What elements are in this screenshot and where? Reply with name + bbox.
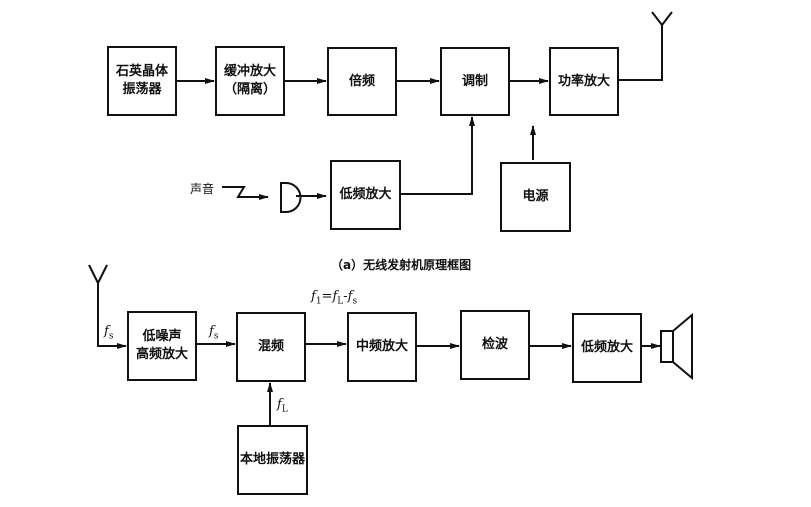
antenna-icon <box>88 264 108 284</box>
if-amplifier-block: 中频放大 <box>347 312 417 382</box>
buffer-amplifier-label: 缓冲放大 （隔离） <box>223 64 276 97</box>
wire-audio-amp-to-modulator <box>400 116 475 195</box>
rx-audio-amplifier-label: 低频放大 <box>580 340 633 355</box>
antenna-icon <box>651 11 673 26</box>
transmitter-caption: （a）无线发射机原理框图 <box>331 258 472 272</box>
frequency-multiplier-block: 倍频 <box>327 47 397 116</box>
mixer-label: 混频 <box>257 339 284 354</box>
rx-audio-amplifier-block: 低频放大 <box>572 313 642 383</box>
crystal-oscillator-block: 石英晶体 振荡器 <box>107 46 177 116</box>
sound-wave-line <box>222 186 269 200</box>
microphone-icon <box>280 182 302 213</box>
detector-label: 检波 <box>481 337 508 352</box>
signal-label-lna-out: fs <box>209 324 219 342</box>
lna-label: 低噪声 高频放大 <box>135 329 188 362</box>
wire-pa-to-antenna <box>619 25 663 81</box>
tx-audio-amplifier-label: 低频放大 <box>339 187 392 202</box>
frequency-multiplier-label: 倍频 <box>348 73 375 89</box>
local-oscillator-block: 本地振荡器 <box>237 425 308 495</box>
detector-block: 检波 <box>460 310 530 380</box>
signal-label-mixer-out: f1=fL-fs <box>311 289 358 307</box>
power-amplifier-label: 功率放大 <box>557 73 610 89</box>
modulator-block: 调制 <box>440 47 510 116</box>
mixer-block: 混频 <box>236 312 306 382</box>
speaker-icon <box>660 312 693 381</box>
wire-antenna-to-lna <box>97 283 127 349</box>
power-amplifier-block: 功率放大 <box>549 47 619 116</box>
power-supply-label: 电源 <box>522 189 549 204</box>
crystal-oscillator-label: 石英晶体 振荡器 <box>115 64 168 97</box>
power-supply-block: 电源 <box>500 162 571 232</box>
lna-block: 低噪声 高频放大 <box>127 311 197 381</box>
tx-audio-amplifier-block: 低频放大 <box>330 160 401 230</box>
modulator-label: 调制 <box>461 73 488 89</box>
sound-input-label: 声音 <box>190 182 215 196</box>
signal-label-lo-out: fL <box>277 397 288 415</box>
if-amplifier-label: 中频放大 <box>355 339 408 354</box>
buffer-amplifier-block: 缓冲放大 （隔离） <box>215 46 285 116</box>
local-oscillator-label: 本地振荡器 <box>239 452 305 467</box>
signal-label-antenna: fs <box>104 324 114 342</box>
